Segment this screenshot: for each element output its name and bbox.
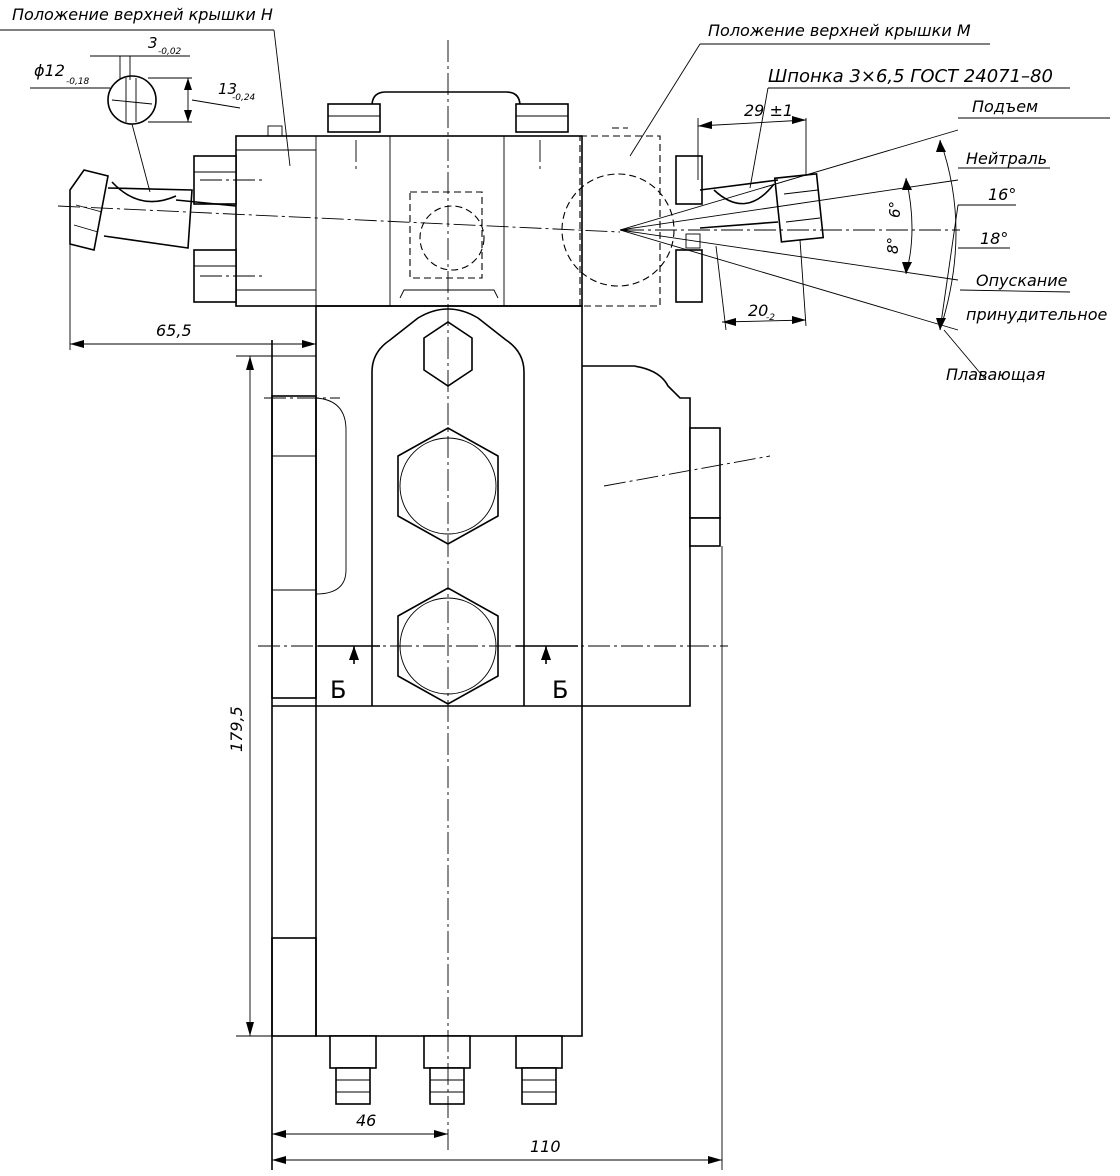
label-lower: Опускание (976, 271, 1068, 290)
dim-12-tol: -0,18 (66, 77, 90, 87)
dim-20-tol: -2 (766, 313, 775, 323)
section-mark-left: Б (330, 676, 346, 704)
section-marks (318, 645, 578, 664)
dim-13: 13 (218, 80, 237, 98)
dimension-lines (0, 29, 1110, 1170)
dim-12: ϕ12 (34, 61, 65, 80)
angle-18: 18° (980, 229, 1008, 248)
dim-20: 20 (748, 301, 768, 320)
top-cover (193, 91, 703, 307)
angle-8: 8° (884, 237, 902, 254)
label-key: Шпонка 3×6,5 ГОСТ 24071–80 (768, 66, 1053, 87)
dim-3: 3 (148, 34, 158, 52)
angle-6: 6° (886, 201, 904, 218)
section-mark-right: Б (552, 676, 568, 704)
dim-65: 65,5 (156, 321, 192, 340)
label-cover-h: Положение верхней крышки Н (12, 5, 273, 24)
dim-46: 46 (356, 1111, 376, 1130)
lever-left (69, 169, 237, 251)
dim-29: 29 ±1 (744, 101, 793, 120)
dim-179: 179,5 (227, 706, 246, 752)
angle-16: 16° (988, 185, 1016, 204)
dim-13-tol: -0,24 (232, 93, 256, 103)
lever-position-rays (619, 129, 959, 331)
bottom-studs (329, 1035, 563, 1105)
label-cover-m: Положение верхней крышки М (708, 21, 971, 40)
label-raise: Подъем (972, 97, 1038, 116)
label-floating: Плавающая (946, 365, 1046, 384)
label-neutral: Нейтраль (966, 149, 1047, 168)
valve-body (271, 305, 721, 1037)
lever-right (685, 172, 825, 249)
dim-3-tol: -0,02 (158, 47, 182, 57)
label-forced: принудительное (966, 305, 1107, 324)
center-lines (57, 40, 960, 1150)
dim-110: 110 (530, 1137, 561, 1156)
